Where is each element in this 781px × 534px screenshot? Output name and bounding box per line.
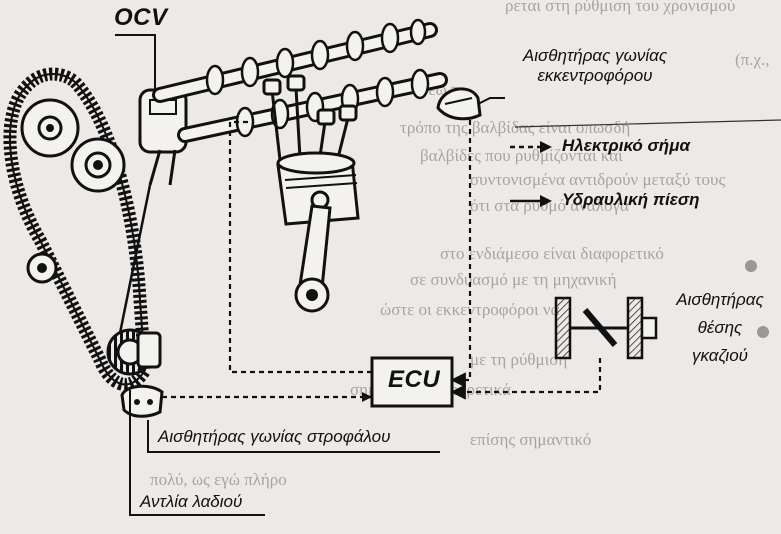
background-text-line: ρεται στη ρύθμιση του χρονισμού [505,0,736,15]
throttle-sensor-label-line3: γκαζιού [692,346,748,365]
throttle-sensor-label-line1: Αισθητήρας [676,290,764,309]
background-text-line: (π.χ., [735,50,770,69]
ecu-label: ECU [388,366,441,393]
ocv-valve [138,88,188,186]
oil-pump-label: Αντλία λαδιού [140,492,243,511]
label-leaders [115,34,505,516]
background-text-line: πολύ, ως εγώ πλήρο [150,470,287,489]
ocv-label: OCV [114,4,168,31]
camshaft-sensor-label: Αισθητήρας γωνίας εκκεντροφόρου [500,46,690,86]
background-text-line: ότι στα ρυθμό ανάλογα [470,196,629,215]
electric-signal-lines [162,120,602,400]
hydraulic-line [118,184,152,334]
background-text-line: με τη ρύθμιση [470,350,568,369]
legend [510,141,552,207]
electric-signal-legend: Ηλεκτρικό σήμα [562,136,690,155]
piston [276,151,360,226]
idler-pulley [26,252,58,284]
background-bullet [745,260,757,272]
throttle-sensor [554,296,658,360]
camshaft-sensor-label-line2: εκκεντροφόρου [537,66,653,85]
camshaft-sensor [436,87,482,121]
camshaft-sensor-label-line1: Αισθητήρας γωνίας [522,46,668,65]
cam-pulley [70,137,126,193]
background-bullet [757,326,769,338]
background-text-line: επίσης σημαντικό [470,430,592,449]
ecu-box [370,356,454,408]
crank-sensor [120,384,164,418]
background-text-line: συντονισμένα αντιδρούν μεταξύ τους [470,170,726,189]
connecting-rod [294,204,332,313]
background-text-line: στο ενδιάμεσο είναι διαφορετικό [440,244,664,263]
crank-sensor-label: Αισθητήρας γωνίας στροφάλου [158,427,391,446]
background-text-line: σε συνδυασμό με τη μηχανική [410,270,617,289]
throttle-sensor-label: Αισθητήρας θέσης γκαζιού [664,286,776,370]
background-divider [514,119,781,128]
intake-camshaft [152,18,438,103]
arrowhead [362,392,372,402]
cam-pulley [20,98,80,158]
hydraulic-pressure-legend: Υδραυλική πίεση [562,190,700,209]
crankshaft-pulley [106,328,162,376]
throttle-sensor-label-line2: θέσης [697,318,743,337]
